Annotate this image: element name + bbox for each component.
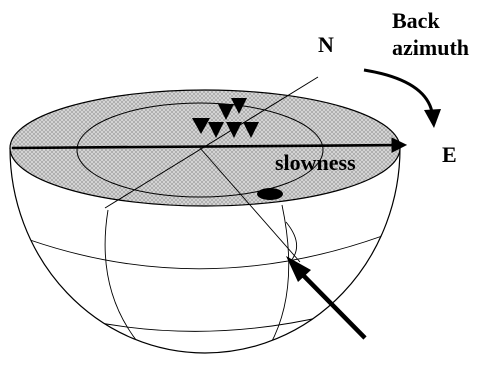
inner-slowness-ring bbox=[76, 102, 324, 198]
hemisphere-body bbox=[9, 147, 401, 354]
station-triangle bbox=[243, 122, 259, 138]
hemisphere-grid bbox=[29, 204, 386, 346]
back-azimuth-label-line1: Back bbox=[392, 8, 440, 33]
station-triangle bbox=[226, 122, 242, 138]
ray-path-line bbox=[199, 147, 301, 263]
seismic-stations bbox=[192, 98, 259, 138]
slowness-label: slowness bbox=[275, 150, 356, 175]
back-azimuth-arrowhead bbox=[424, 109, 441, 128]
latitude-line-lower bbox=[84, 314, 331, 332]
slowness-spot bbox=[257, 188, 283, 200]
back-azimuth-arc bbox=[363, 68, 434, 113]
east-label: E bbox=[442, 142, 457, 167]
station-triangle bbox=[192, 118, 210, 134]
north-axis-line bbox=[104, 76, 319, 209]
station-triangle bbox=[231, 98, 247, 114]
ray-curve-segment bbox=[285, 221, 297, 263]
incoming-wave-arrow-head bbox=[286, 256, 311, 282]
meridian-left bbox=[104, 209, 141, 346]
east-axis-arrow bbox=[11, 137, 408, 153]
incoming-wave-arrow-shaft bbox=[298, 270, 367, 340]
north-label: N bbox=[318, 32, 334, 57]
station-triangle bbox=[208, 122, 224, 138]
meridian-right bbox=[269, 204, 290, 346]
back-azimuth-label-line2: azimuth bbox=[392, 35, 469, 60]
station-triangle bbox=[218, 104, 234, 120]
latitude-line-upper bbox=[29, 234, 386, 270]
